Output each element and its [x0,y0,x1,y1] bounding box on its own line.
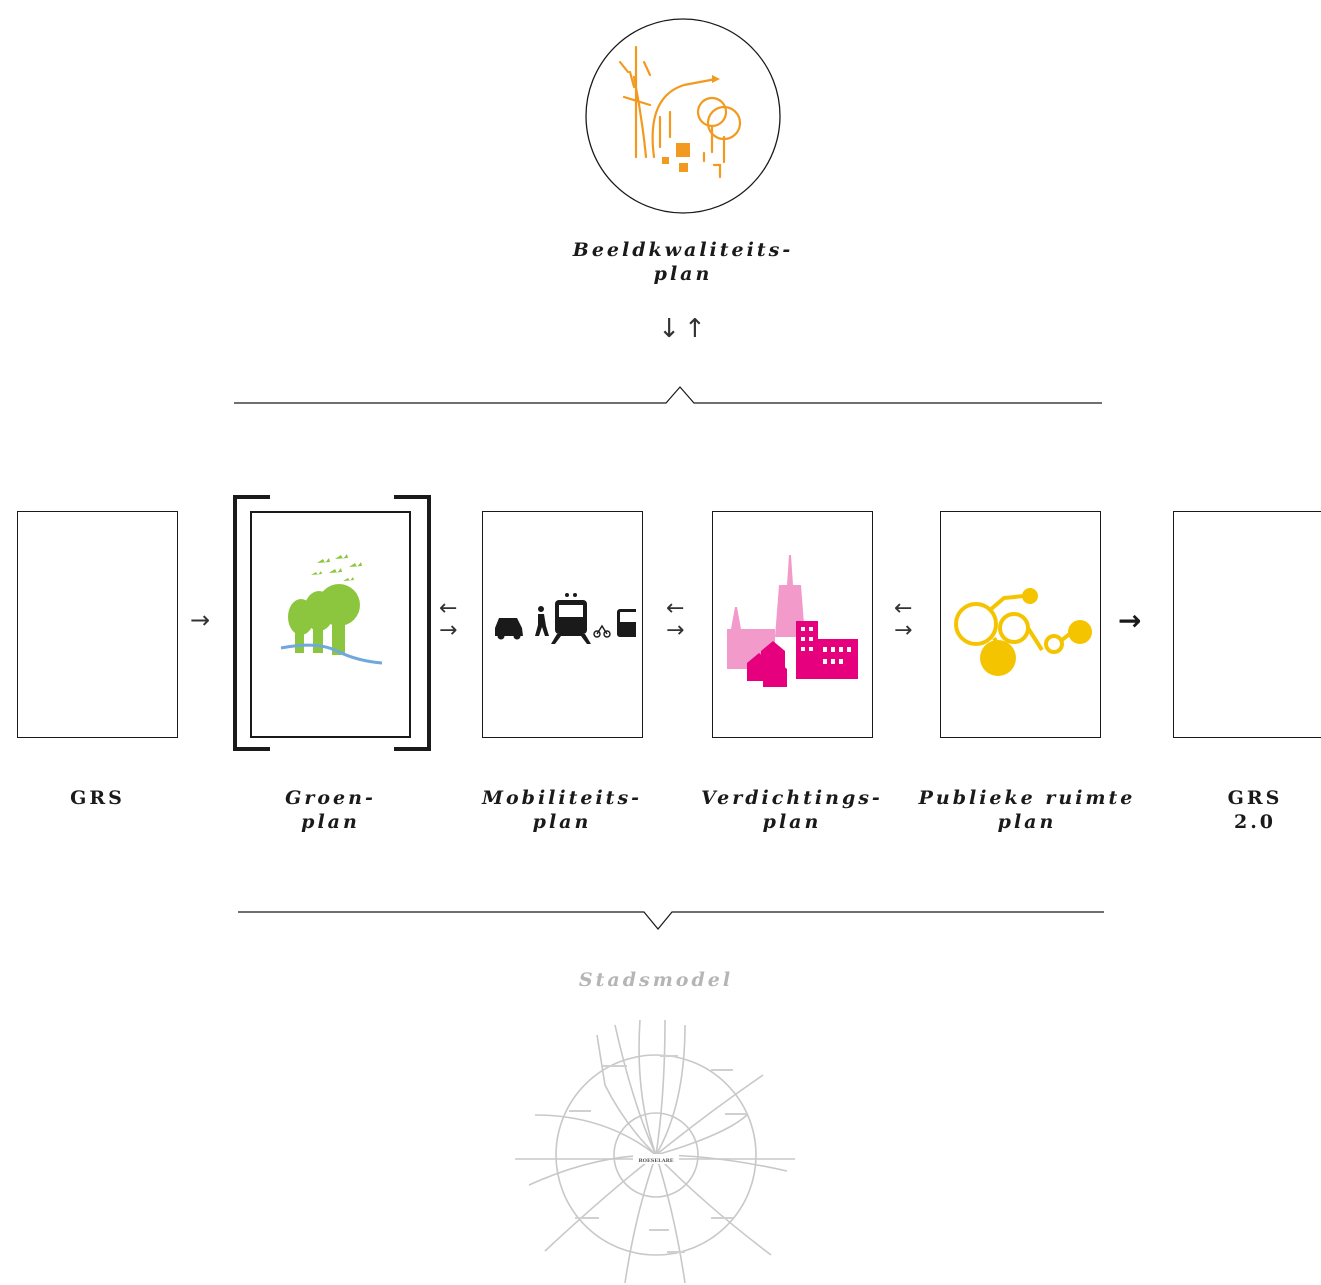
forward-arrow: → [190,606,211,634]
top-divider [234,386,1102,404]
exchange-arrow-left: ← [439,596,458,621]
groenplan-label: Groen- plan [250,786,411,834]
groenplan-card [250,511,411,738]
grs2-label: GRS 2.0 [1200,786,1310,834]
street-and-trees-icon [585,18,781,214]
grs-card [17,511,178,738]
publieke-ruimte-card [940,511,1101,738]
mobiliteitsplan-label-line1: Mobiliteits- [481,787,643,809]
transport-modes-icon [495,593,636,644]
final-arrow: → [1118,604,1142,637]
publieke-ruimte-label-line1: Publieke ruimte [918,787,1136,809]
stadsmodel-label: Stadsmodel [578,969,734,991]
beeldkwaliteit-label: Beeldkwaliteits- plan [533,238,833,286]
verdichtingsplan-label-line1: Verdichtings- [701,787,883,809]
stadsmodel-diagram: ROESELARE [515,1015,797,1285]
grs-label-line1: GRS [70,787,125,809]
exchange-arrow-left: ← [666,596,685,621]
publieke-ruimte-label-line2: plan [997,811,1057,833]
city-buildings-icon [727,555,858,687]
mobiliteitsplan-label-line2: plan [532,811,592,833]
beeldkwaliteit-label-line1: Beeldkwaliteits- [572,239,794,261]
grs2-card [1173,511,1321,738]
city-model-icon: ROESELARE [515,1019,795,1284]
exchange-arrows-1: ← → [439,598,457,642]
groenplan-label-line2: plan [301,811,360,833]
verdichtingsplan-label-line2: plan [762,811,822,833]
mobiliteitsplan-card [482,511,643,738]
exchange-arrow-right: → [439,618,458,643]
mobiliteitsplan-label: Mobiliteits- plan [452,786,672,834]
exchange-arrows-3: ← → [894,598,912,642]
exchange-arrow-left: ← [894,596,913,621]
grs2-label-line1: GRS [1227,787,1283,809]
verdichtingsplan-card [712,511,873,738]
beeldkwaliteit-label-line2: plan [653,263,713,285]
exchange-arrow-right: → [666,618,685,643]
grs-label: GRS [17,786,178,810]
bidirectional-arrows: ↓↑ [658,314,710,344]
trees-and-birds-icon [280,554,383,665]
grs2-label-line2: 2.0 [1233,811,1277,833]
beeldkwaliteit-circle [584,17,782,215]
exchange-arrows-2: ← → [666,598,684,642]
verdichtingsplan-label: Verdichtings- plan [682,786,902,834]
groen-bracket-frame [232,494,432,752]
connected-circles-icon [954,588,1092,676]
roeselare-label: ROESELARE [638,1158,673,1164]
bottom-divider [238,911,1104,930]
exchange-arrow-right: → [894,618,913,643]
groenplan-label-line1: Groen- [285,787,376,809]
publieke-ruimte-label: Publieke ruimte plan [900,786,1154,834]
